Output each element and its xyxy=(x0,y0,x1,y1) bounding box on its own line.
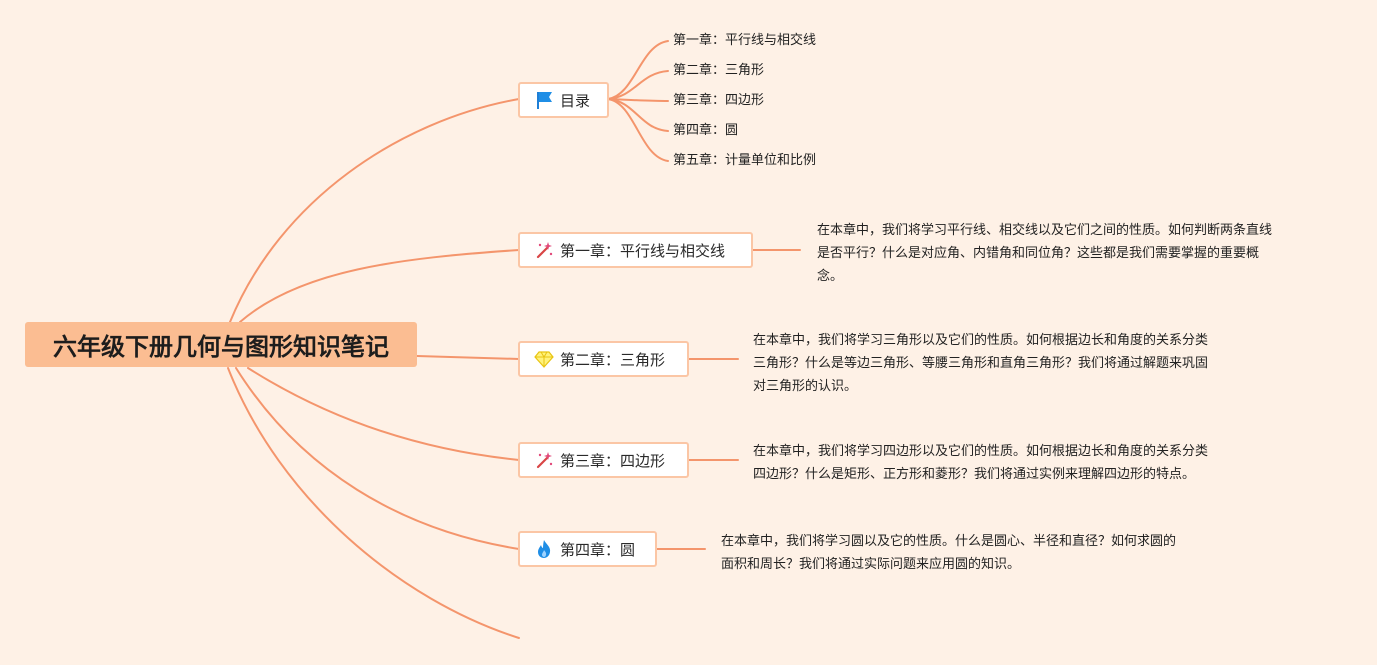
topic-chapter-2-label: 第二章：三角形 xyxy=(560,350,666,369)
magic-wand-icon xyxy=(534,240,554,260)
topic-chapter-1[interactable]: 第一章：平行线与相交线 xyxy=(518,232,753,268)
branch-line-chapter-3 xyxy=(247,367,520,461)
toc-item[interactable]: 第四章：圆 xyxy=(673,123,739,138)
toc-item[interactable]: 第一章：平行线与相交线 xyxy=(673,33,817,48)
branch-line-toc-2 xyxy=(607,70,669,100)
topic-chapter-3[interactable]: 第三章：四边形 xyxy=(518,442,689,478)
toc-item[interactable]: 第二章：三角形 xyxy=(673,63,765,78)
branch-line-toc-1 xyxy=(607,40,669,100)
note-line: 对三角形的认识。 xyxy=(753,379,858,394)
note-line: 在本章中，我们将学习四边形以及它们的性质。如何根据边长和角度的关系分类 xyxy=(753,444,1209,459)
branch-line-toc xyxy=(229,98,520,323)
magic-wand-icon xyxy=(534,450,554,470)
branch-line-chapter-2 xyxy=(416,355,520,360)
chapter-3-note: 在本章中，我们将学习四边形以及它们的性质。如何根据边长和角度的关系分类 四边形？… xyxy=(753,440,1208,486)
chapter-1-note: 在本章中，我们将学习平行线、相交线以及它们之间的性质。如何判断两条直线 是否平行… xyxy=(817,219,1272,288)
flag-icon xyxy=(534,90,554,110)
branch-line-extra xyxy=(227,367,520,639)
note-line: 四边形？什么是矩形、正方形和菱形？我们将通过实例来理解四边形的特点。 xyxy=(753,467,1196,482)
topic-chapter-4[interactable]: 第四章：圆 xyxy=(518,531,657,567)
note-line: 面积和周长？我们将通过实际问题来应用圆的知识。 xyxy=(721,557,1021,572)
chapter-4-note: 在本章中，我们将学习圆以及它的性质。什么是圆心、半径和直径？如何求圆的 面积和周… xyxy=(721,530,1176,576)
toc-item[interactable]: 第五章：计量单位和比例 xyxy=(673,153,817,168)
toc-item[interactable]: 第三章：四边形 xyxy=(673,93,765,108)
branch-line-toc-4 xyxy=(607,98,669,132)
topic-chapter-1-label: 第一章：平行线与相交线 xyxy=(560,241,726,260)
note-line: 在本章中，我们将学习三角形以及它们的性质。如何根据边长和角度的关系分类 xyxy=(753,333,1209,348)
note-line: 在本章中，我们将学习平行线、相交线以及它们之间的性质。如何判断两条直线 xyxy=(817,223,1273,238)
note-line: 是否平行？什么是对应角、内错角和同位角？这些都是我们需要掌握的重要概 xyxy=(817,246,1260,261)
topic-chapter-2[interactable]: 第二章：三角形 xyxy=(518,341,689,377)
topic-chapter-3-label: 第三章：四边形 xyxy=(560,451,666,470)
diamond-icon xyxy=(534,349,554,369)
branch-line-chapter-1 xyxy=(239,249,520,323)
topic-chapter-4-label: 第四章：圆 xyxy=(560,540,636,559)
chapter-2-note: 在本章中，我们将学习三角形以及它们的性质。如何根据边长和角度的关系分类 三角形？… xyxy=(753,329,1208,398)
note-line: 三角形？什么是等边三角形、等腰三角形和直角三角形？我们将通过解题来巩固 xyxy=(753,356,1209,371)
branch-line-chapter-4 xyxy=(235,367,520,550)
root-title: 六年级下册几何与图形知识笔记 xyxy=(53,333,389,361)
fire-icon xyxy=(534,539,554,559)
topic-toc[interactable]: 目录 xyxy=(518,82,609,118)
branch-line-toc-5 xyxy=(607,98,669,162)
note-line: 在本章中，我们将学习圆以及它的性质。什么是圆心、半径和直径？如何求圆的 xyxy=(721,534,1177,549)
root-topic[interactable]: 六年级下册几何与图形知识笔记 xyxy=(25,322,417,367)
note-line: 念。 xyxy=(817,269,844,284)
topic-toc-label: 目录 xyxy=(560,91,591,110)
